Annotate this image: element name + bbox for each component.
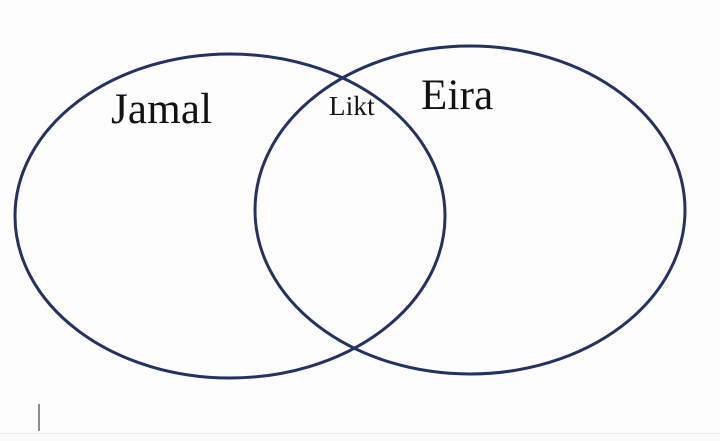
venn-label-overlap[interactable]: Likt xyxy=(329,91,375,121)
text-caret xyxy=(38,404,40,431)
venn-label-left[interactable]: Jamal xyxy=(111,86,213,133)
venn-circle-left[interactable] xyxy=(13,52,447,380)
venn-circle-right[interactable] xyxy=(253,44,687,376)
bottom-divider xyxy=(0,433,720,434)
bottom-strip xyxy=(0,434,720,441)
venn-label-right[interactable]: Eira xyxy=(421,72,494,119)
